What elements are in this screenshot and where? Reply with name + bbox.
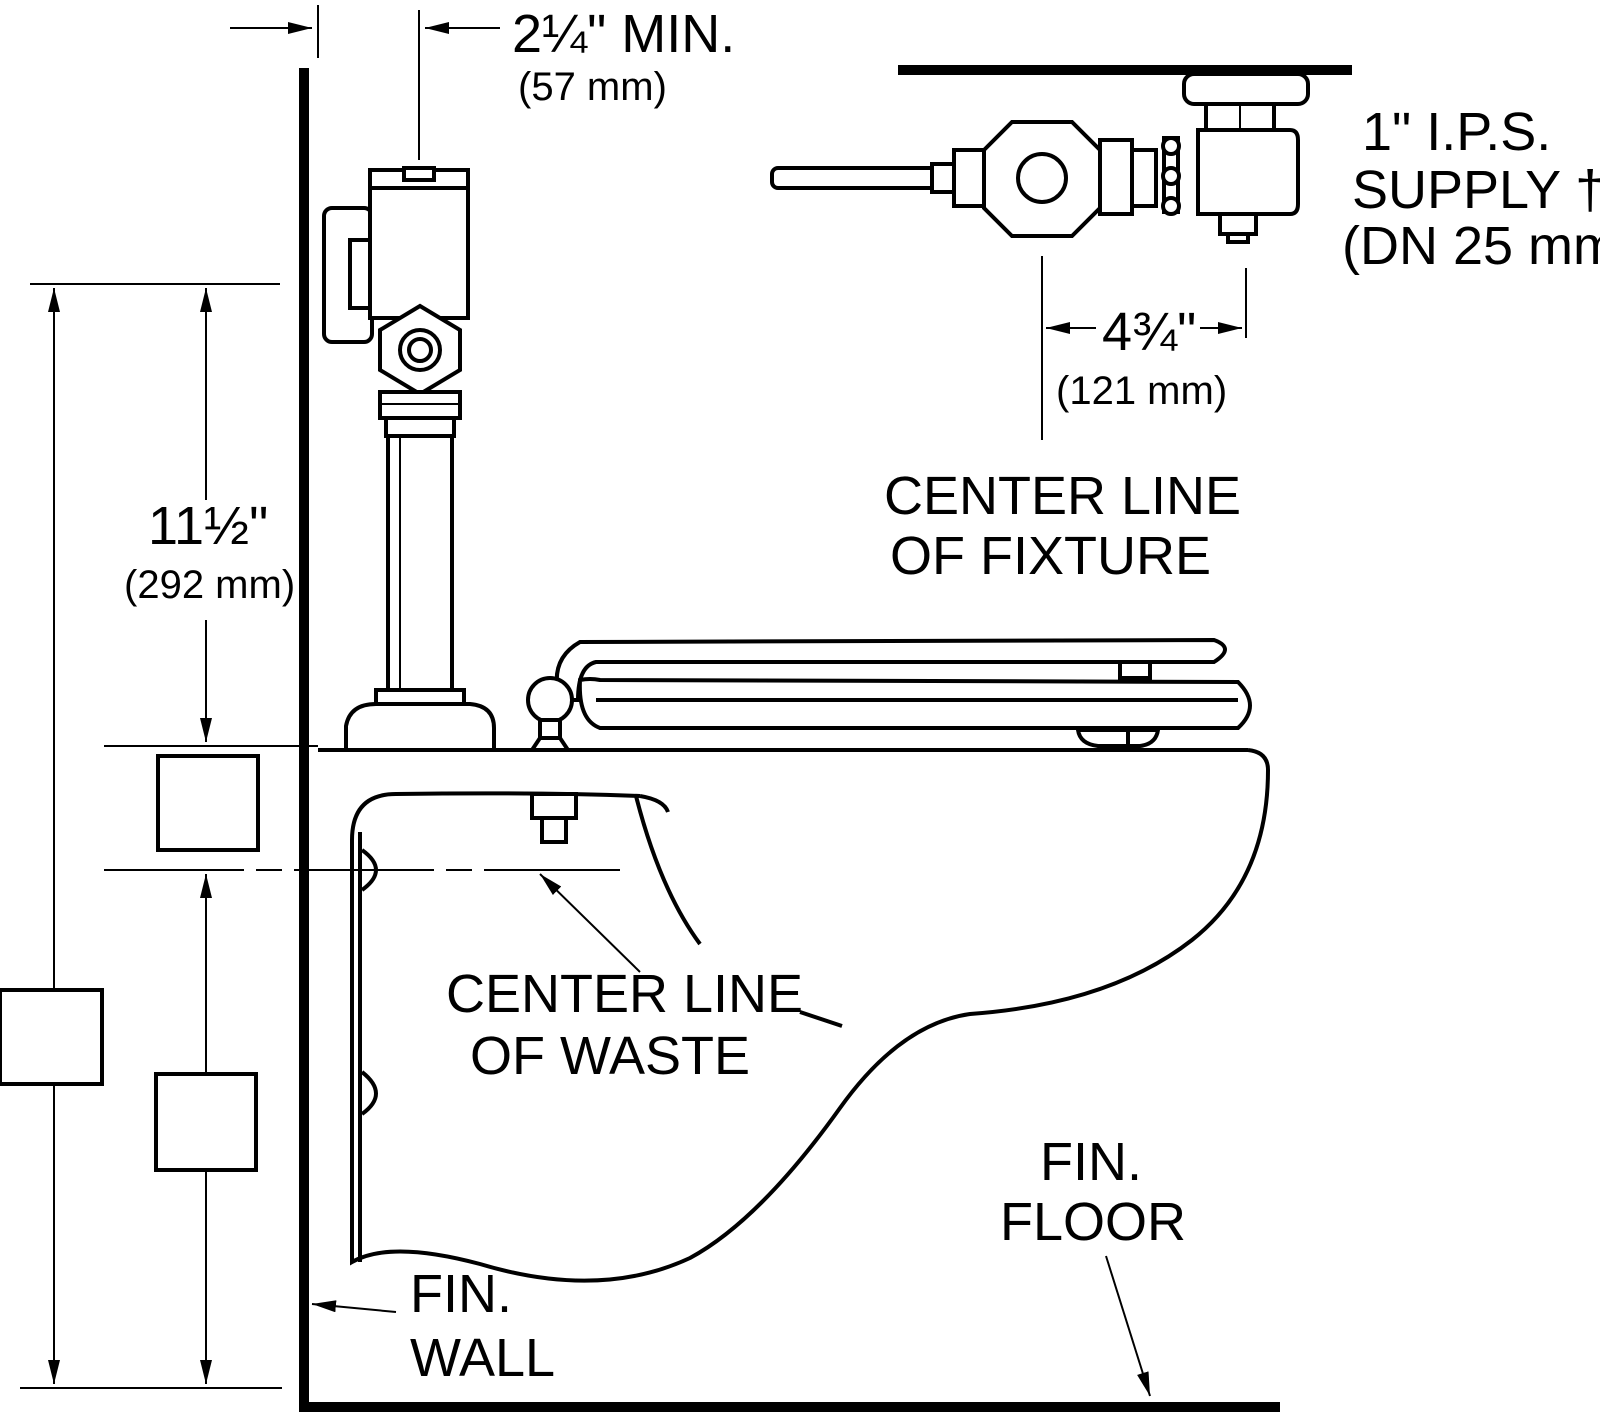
- finished-wall-label: FIN. WALL: [311, 1264, 555, 1388]
- top-clearance-value: 2¼" MIN.: [512, 4, 735, 64]
- valve-height-value: 11½": [148, 496, 268, 556]
- supply-offset-dimension: 4¾" (121 mm): [1041, 256, 1247, 440]
- supply-offset-metric: (121 mm): [1056, 369, 1227, 413]
- centerline-waste-line-2: OF WASTE: [470, 1026, 750, 1086]
- supply-line-3: (DN 25 mm): [1342, 216, 1600, 276]
- top-clearance-dimension: 2¼" MIN. (57 mm): [230, 4, 735, 160]
- flush-valve-plan-view: [770, 72, 1310, 244]
- overall-height-dimension: [0, 288, 282, 1389]
- supply-line-1: 1" I.P.S.: [1362, 102, 1551, 162]
- centerline-fixture-label: CENTER LINE OF FIXTURE: [884, 466, 1241, 586]
- toilet-seat: [526, 637, 1252, 752]
- fin-floor-line-2: FLOOR: [1000, 1192, 1186, 1252]
- supply-label: 1" I.P.S. SUPPLY † (DN 25 mm): [1342, 102, 1600, 276]
- centerline-fixture-line-1: CENTER LINE: [884, 466, 1241, 526]
- fin-wall-line-2: WALL: [410, 1328, 555, 1388]
- centerline-fixture-line-2: OF FIXTURE: [890, 526, 1211, 586]
- centerline-waste: CENTER LINE OF WASTE: [104, 745, 843, 1086]
- toilet-bowl: [318, 748, 1271, 1283]
- finished-floor-label: FIN. FLOOR: [1000, 1132, 1186, 1397]
- supply-line-2: SUPPLY †: [1352, 160, 1600, 220]
- valve-height-dimension: 11½" (292 mm): [30, 283, 295, 742]
- waste-height-dimension: [154, 754, 260, 1384]
- flush-valve-side-view: [322, 166, 496, 748]
- fin-wall-line-1: FIN.: [410, 1264, 512, 1324]
- fin-floor-line-1: FIN.: [1040, 1132, 1142, 1192]
- supply-offset-value: 4¾": [1102, 302, 1196, 362]
- valve-height-metric: (292 mm): [124, 563, 295, 607]
- top-clearance-metric: (57 mm): [518, 65, 667, 109]
- centerline-waste-line-1: CENTER LINE: [446, 964, 803, 1024]
